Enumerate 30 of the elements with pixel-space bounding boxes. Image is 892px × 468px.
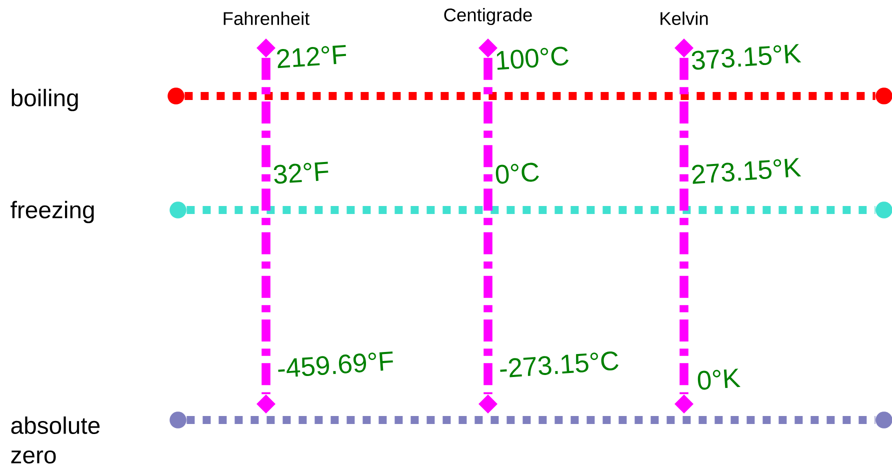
dotted-line: [186, 206, 876, 214]
dash-dot-line: [262, 58, 270, 394]
line-end-dot: [170, 412, 186, 428]
diamond-marker: [478, 394, 498, 414]
dash-dot-line: [484, 58, 492, 394]
temperature-value: 100°C: [497, 46, 569, 70]
dotted-line: [186, 416, 876, 424]
diamond-marker: [674, 394, 694, 414]
column-heading: Kelvin: [660, 12, 708, 26]
temperature-value: 373.15°K: [692, 44, 802, 70]
row-label: boiling: [12, 88, 78, 112]
row-label: absolute zero: [11, 416, 100, 464]
temperature-value: -459.69°F: [278, 351, 393, 377]
diamond-marker: [256, 38, 276, 58]
line-end-dot: [168, 88, 184, 104]
column-heading: Centigrade: [444, 8, 532, 26]
diamond-marker: [256, 394, 276, 414]
dotted-line: [184, 92, 876, 100]
temperature-value: 32°F: [274, 162, 328, 184]
temperature-value: 0°C: [496, 162, 539, 184]
temperature-value: -273.15°C: [500, 352, 618, 378]
diamond-marker: [478, 38, 498, 58]
dash-dot-line: [680, 58, 688, 394]
temperature-value: 0°K: [698, 368, 740, 390]
diamond-marker: [674, 38, 694, 58]
temperature-value: 273.15°K: [692, 158, 802, 184]
temperature-value: 212°F: [277, 44, 346, 68]
row-label: freezing: [10, 200, 94, 224]
line-end-dot: [170, 202, 186, 218]
column-heading: Fahrenheit: [224, 12, 310, 26]
